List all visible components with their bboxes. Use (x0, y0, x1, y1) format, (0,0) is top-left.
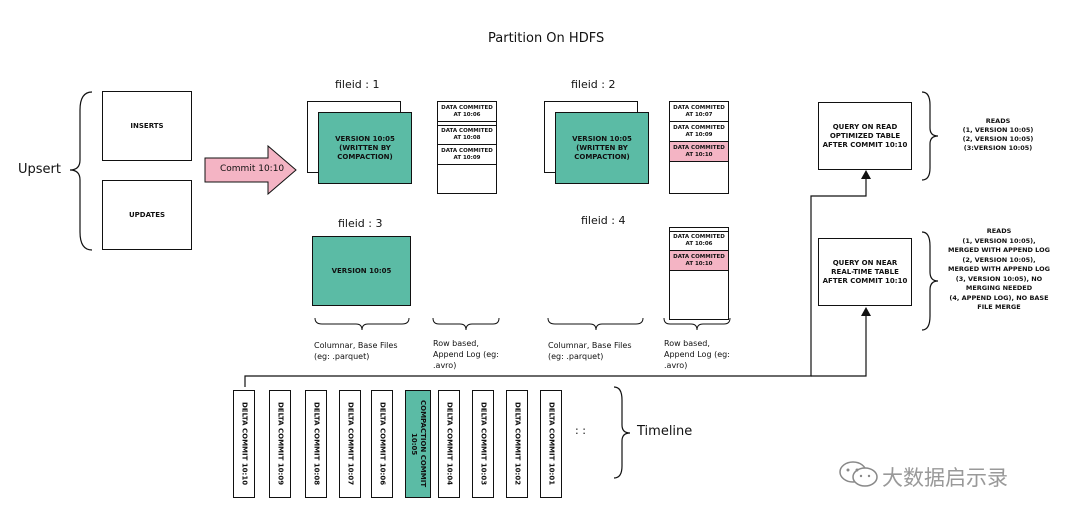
log-entry: DATA COMMITED AT 10:10 (670, 251, 728, 271)
inserts-label: INSERTS (130, 121, 164, 130)
timeline-commit-label: DELTA COMMIT 10:02 (513, 402, 522, 486)
query-read-optimized-box: QUERY ON READ OPTIMIZED TABLE AFTER COMM… (818, 102, 912, 170)
timeline-commit-label: DELTA COMMIT 10:07 (346, 402, 355, 486)
arrowhead-query2 (861, 307, 871, 316)
upsert-brace (69, 91, 93, 251)
reads-line: READS (986, 227, 1012, 235)
query-realtime-box: QUERY ON NEAR REAL-TIME TABLE AFTER COMM… (818, 238, 912, 306)
connector-timeline-query1 (244, 178, 867, 387)
base-file-2-label: VERSION 10:05 (WRITTEN BY COMPACTION) (572, 134, 632, 161)
log-entry: DATA COMMITED AT 10:08 (438, 125, 496, 145)
connector-timeline-query2 (811, 315, 867, 377)
timeline-commit-label: DELTA COMMIT 10:08 (312, 402, 321, 486)
commit-arrow-shape (204, 144, 297, 196)
base-file-3-label: VERSION 10:05 (331, 266, 392, 275)
base-file-1-label: VERSION 10:05 (WRITTEN BY COMPACTION) (335, 134, 395, 161)
watermark-icon (838, 460, 880, 492)
reads-line: (1, VERSION 10:05), (962, 236, 1036, 245)
log-entry: DATA COMMITED AT 10:07 (670, 102, 728, 122)
timeline-commit-label: DELTA COMMIT 10:09 (276, 402, 285, 486)
fileid-3-label: fileid : 3 (338, 217, 383, 230)
base-file-2: VERSION 10:05 (WRITTEN BY COMPACTION) (555, 112, 649, 184)
commit-arrow-label: Commit 10:10 (220, 164, 285, 174)
reads-line: (3:VERSION 10:05) (963, 144, 1033, 152)
reads-line: MERGING NEEDED (965, 284, 1033, 292)
legend-brace-4 (663, 317, 731, 331)
fileid-1-label: fileid : 1 (335, 78, 380, 91)
timeline-commit-label: DELTA COMMIT 10:01 (547, 402, 556, 486)
log-entry-text: DATA COMMITED AT 10:06 (673, 234, 725, 247)
legend-brace-1 (314, 317, 410, 331)
timeline-label: Timeline (637, 424, 693, 439)
reads-line: (2, VERSION 10:05), (962, 255, 1036, 264)
fileid-2-label: fileid : 2 (571, 78, 616, 91)
log-entry: DATA COMMITED AT 10:10 (670, 142, 728, 162)
reads-line: (1, VERSION 10:05) (962, 126, 1034, 134)
log-entry: DATA COMMITED AT 10:06 (670, 232, 728, 251)
timeline-commit: DELTA COMMIT 10:02 (506, 390, 528, 498)
log-entry: DATA COMMITED AT 10:09 (670, 122, 728, 142)
query-realtime-label: QUERY ON NEAR REAL-TIME TABLE AFTER COMM… (822, 258, 908, 285)
timeline-ellipsis: : : (575, 424, 586, 437)
legend-columnar-2: Columnar, Base Files (eg: .parquet) (548, 341, 632, 361)
log-entry-text: DATA COMMITED AT 10:06 (441, 104, 493, 118)
legend-row-2: Row based, Append Log (eg: .avro) (664, 339, 730, 370)
timeline-commit: DELTA COMMIT 10:09 (269, 390, 291, 498)
inserts-box: INSERTS (102, 91, 192, 161)
base-file-3: VERSION 10:05 (312, 236, 411, 306)
fileid-4-label: fileid : 4 (581, 214, 626, 227)
arrowhead-query1 (861, 170, 871, 179)
log-entry: DATA COMMITED AT 10:06 (438, 102, 496, 122)
timeline-commit-label: DELTA COMMIT 10:04 (445, 402, 454, 486)
timeline-commit-label: DELTA COMMIT 10:03 (479, 402, 488, 486)
timeline-commit: DELTA COMMIT 10:06 (371, 390, 393, 498)
append-log-2: DATA COMMITED AT 10:07 DATA COMMITED AT … (669, 101, 729, 194)
timeline-commit-compaction: COMPACTION COMMIT 10:05 (405, 390, 431, 498)
diagram-title: Partition On HDFS (488, 31, 605, 46)
reads-brace-1 (921, 91, 939, 181)
log-entry-text: DATA COMMITED AT 10:10 (673, 253, 725, 267)
legend-row-1: Row based, Append Log (eg: .avro) (433, 339, 499, 370)
reads-line: MERGED WITH APPEND LOG (948, 265, 1050, 273)
upsert-label: Upsert (18, 162, 61, 177)
log-entry-text: DATA COMMITED AT 10:07 (673, 104, 725, 118)
updates-label: UPDATES (128, 210, 166, 219)
reads-realtime: READS (1, VERSION 10:05), MERGED WITH AP… (933, 227, 1065, 313)
timeline-commit: DELTA COMMIT 10:03 (472, 390, 494, 498)
append-log-1: DATA COMMITED AT 10:06 DATA COMMITED AT … (437, 101, 497, 194)
timeline-brace (613, 386, 631, 479)
reads-read-optimized: READS (1, VERSION 10:05) (2, VERSION 10:… (938, 117, 1058, 153)
reads-line: (2, VERSION 10:05) (962, 135, 1034, 143)
timeline-commit: DELTA COMMIT 10:08 (305, 390, 327, 498)
timeline-commit: DELTA COMMIT 10:10 (233, 390, 255, 498)
log-entry-text: DATA COMMITED AT 10:09 (441, 147, 493, 161)
updates-box: UPDATES (102, 180, 192, 250)
timeline-commit: DELTA COMMIT 10:04 (438, 390, 460, 498)
timeline-commit-label: DELTA COMMIT 10:06 (378, 402, 387, 486)
watermark-text: 大数据启示录 (882, 466, 1008, 490)
legend-brace-3 (547, 317, 644, 331)
base-file-1: VERSION 10:05 (WRITTEN BY COMPACTION) (318, 112, 412, 184)
reads-brace-2 (921, 231, 939, 331)
legend-columnar-1: Columnar, Base Files (eg: .parquet) (314, 341, 398, 361)
timeline-commit-label: COMPACTION COMMIT 10:05 (410, 400, 427, 488)
timeline-commit: DELTA COMMIT 10:07 (339, 390, 361, 498)
reads-line: MERGED WITH APPEND LOG (948, 246, 1050, 254)
timeline-commit: DELTA COMMIT 10:01 (540, 390, 562, 498)
log-entry: DATA COMMITED AT 10:09 (438, 145, 496, 165)
reads-line: READS (985, 117, 1011, 125)
query-read-optimized-label: QUERY ON READ OPTIMIZED TABLE AFTER COMM… (822, 122, 908, 149)
reads-line: (4, APPEND LOG), NO BASE (949, 293, 1049, 302)
log-entry-text: DATA COMMITED AT 10:10 (673, 144, 725, 158)
log-entry-text: DATA COMMITED AT 10:09 (673, 124, 725, 138)
legend-brace-2 (432, 317, 500, 331)
append-log-4: DATA COMMITED AT 10:06 DATA COMMITED AT … (669, 231, 729, 320)
log-entry-text: DATA COMMITED AT 10:08 (441, 128, 493, 141)
reads-line: (3, VERSION 10:05), NO (955, 274, 1043, 283)
timeline-commit-label: DELTA COMMIT 10:10 (240, 402, 249, 486)
reads-line: FILE MERGE (977, 303, 1021, 311)
